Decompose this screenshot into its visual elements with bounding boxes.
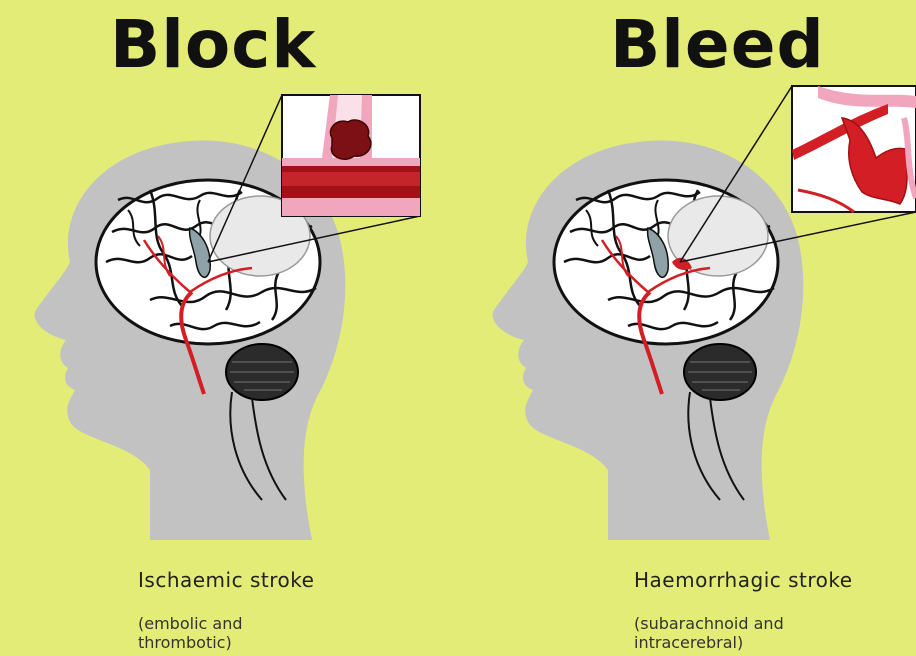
ischaemic-stroke-subcaption: (embolic and thrombotic) xyxy=(138,614,338,652)
ischaemic-stroke-caption: Ischaemic stroke xyxy=(138,568,314,592)
haemorrhage-magnifier xyxy=(792,86,916,212)
cerebellum xyxy=(226,344,298,400)
bleed-panel: Bleed Haemorrhagic stroke (subarachnoid … xyxy=(458,0,916,656)
block-heading: Block xyxy=(110,4,316,86)
haemorrhagic-stroke-caption: Haemorrhagic stroke xyxy=(634,568,853,592)
cerebellum xyxy=(684,344,756,400)
bleed-illustration xyxy=(458,0,916,656)
blood-clot xyxy=(330,120,370,159)
haemorrhagic-stroke-subcaption: (subarachnoid and intracerebral) xyxy=(634,614,834,652)
block-illustration xyxy=(0,0,458,656)
block-panel: Block Ischaemic stroke (embolic and thro… xyxy=(0,0,458,656)
clot-magnifier xyxy=(282,95,420,216)
bleed-heading: Bleed xyxy=(610,4,825,86)
